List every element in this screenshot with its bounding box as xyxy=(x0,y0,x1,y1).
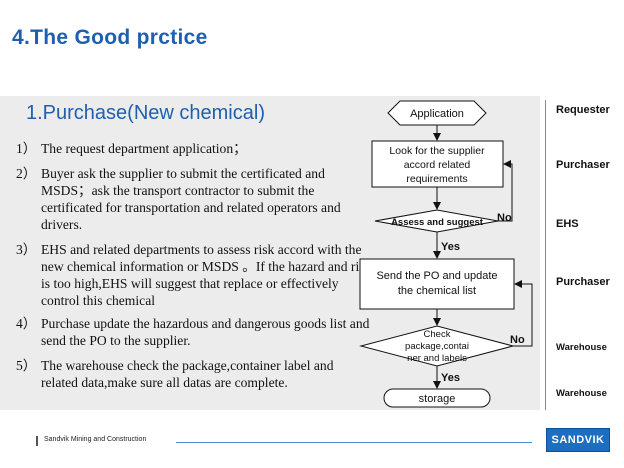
list-item: 5） The warehouse check the package,conta… xyxy=(16,357,372,391)
storage-label: storage xyxy=(419,393,456,405)
application-node xyxy=(387,100,487,126)
step-number: 3） xyxy=(16,242,37,257)
check-yes-label: Yes xyxy=(441,372,460,384)
step-number: 4） xyxy=(16,316,37,331)
assess-yes-label: Yes xyxy=(441,241,460,253)
send-po-node xyxy=(359,258,515,310)
list-item: 4） Purchase update the hazardous and dan… xyxy=(16,315,372,349)
section-subtitle: 1.Purchase(New chemical) xyxy=(26,102,265,124)
application-label: Application xyxy=(410,108,464,120)
supplier-lookup-label-1: Look for the supplier xyxy=(389,145,485,157)
no-loop-arrow xyxy=(498,160,513,222)
step-text: Purchase update the hazardous and danger… xyxy=(41,316,370,348)
role-purchaser: Purchaser xyxy=(556,159,610,171)
step-text: Buyer ask the supplier to submit the cer… xyxy=(41,166,341,232)
storage-node xyxy=(383,388,491,408)
supplier-lookup-node xyxy=(371,140,504,188)
process-steps-list: 1） The request department application； 2… xyxy=(16,140,372,399)
sandvik-logo: SANDVIK xyxy=(546,428,610,452)
check-no-label: No xyxy=(510,334,525,346)
send-po-label-2: the chemical list xyxy=(398,285,476,297)
assess-label: Assess and suggest xyxy=(391,217,484,228)
send-po-label-1: Send the PO and update xyxy=(376,270,497,282)
role-warehouse: Warehouse xyxy=(556,342,607,353)
role-ehs: EHS xyxy=(556,218,579,230)
supplier-lookup-label-3: requirements xyxy=(406,173,467,185)
footer-marker xyxy=(36,436,38,446)
step-text: The warehouse check the package,containe… xyxy=(41,358,334,390)
step-text: The request department application； xyxy=(41,141,247,156)
assess-no-label: No xyxy=(497,212,512,224)
slide-title: 4.The Good prctice xyxy=(12,26,208,49)
step-text: EHS and related departments to assess ri… xyxy=(41,242,372,308)
step-number: 1） xyxy=(16,141,37,156)
step-number: 5） xyxy=(16,358,37,373)
check-label-3: ner and labels xyxy=(407,353,467,364)
check-label-1: Check xyxy=(424,329,451,340)
role-purchaser: Purchaser xyxy=(556,276,610,288)
list-item: 3） EHS and related departments to assess… xyxy=(16,241,372,309)
role-divider xyxy=(545,100,546,410)
check-label-2: package,contai xyxy=(405,341,469,352)
role-requester: Requester xyxy=(556,104,610,116)
footer-divider xyxy=(176,442,532,443)
footer-company: Sandvik Mining and Construction xyxy=(44,436,147,443)
role-warehouse: Warehouse xyxy=(556,388,607,399)
step-number: 2） xyxy=(16,166,37,181)
supplier-lookup-label-2: accord related xyxy=(404,159,471,171)
no-loop-arrow xyxy=(513,280,533,347)
list-item: 2） Buyer ask the supplier to submit the … xyxy=(16,165,372,233)
list-item: 1） The request department application； xyxy=(16,140,372,157)
logo-text: SANDVIK xyxy=(551,434,605,446)
